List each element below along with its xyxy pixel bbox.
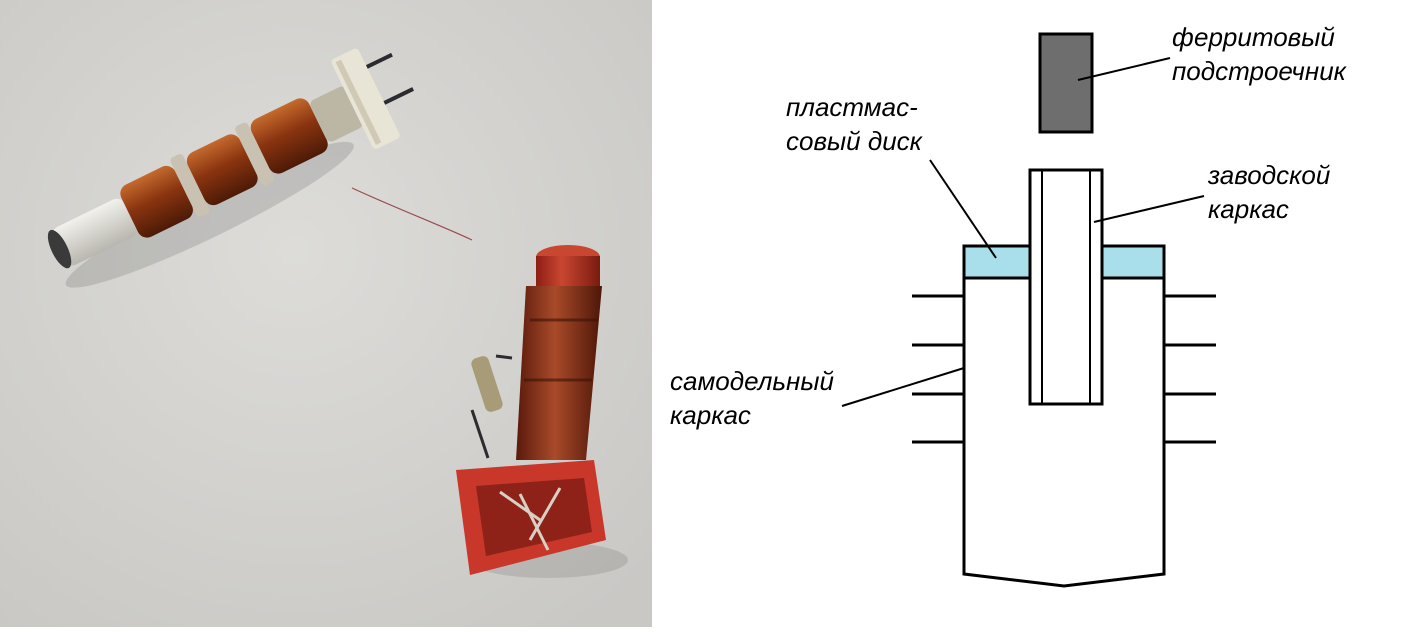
- ferrite-tuner-label-line2: подстроечник: [1172, 56, 1348, 86]
- disk-leader: [929, 159, 997, 259]
- factory-leader: [1093, 195, 1205, 223]
- schematic-drawing: ферритовый подстроечник пластмас- совый …: [670, 22, 1348, 588]
- coil-schematic: ферритовый подстроечник пластмас- совый …: [652, 0, 1406, 627]
- plastic-disk-label-line2: совый диск: [786, 126, 924, 156]
- plastic-disk-label-line1: пластмас-: [786, 92, 918, 122]
- plastic-disk-label: пластмас- совый диск: [786, 92, 925, 156]
- coil-photo-drawing: [0, 0, 652, 627]
- left-pins: [912, 294, 964, 444]
- ferrite-tuner-label-line1: ферритовый: [1172, 22, 1335, 52]
- factory-frame-label-line2: каркас: [1208, 194, 1289, 224]
- homemade-leader: [841, 367, 965, 407]
- right-pins: [1164, 294, 1216, 444]
- factory-frame-label-line1: заводской: [1207, 160, 1330, 190]
- ferrite-tuner: [1038, 32, 1094, 134]
- factory-frame: [1028, 168, 1104, 406]
- homemade-frame-label-line1: самодельный: [670, 366, 834, 396]
- coil-one: [47, 48, 414, 288]
- ferrite-leader: [1077, 57, 1171, 81]
- coil-two: [456, 245, 628, 578]
- homemade-frame: [962, 248, 1166, 588]
- homemade-frame-label-line2: каркас: [670, 400, 751, 430]
- factory-frame-label: заводской каркас: [1207, 160, 1338, 224]
- coil-photo: [0, 0, 652, 627]
- homemade-frame-label: самодельный каркас: [670, 366, 841, 430]
- ferrite-tuner-label: ферритовый подстроечник: [1172, 22, 1348, 86]
